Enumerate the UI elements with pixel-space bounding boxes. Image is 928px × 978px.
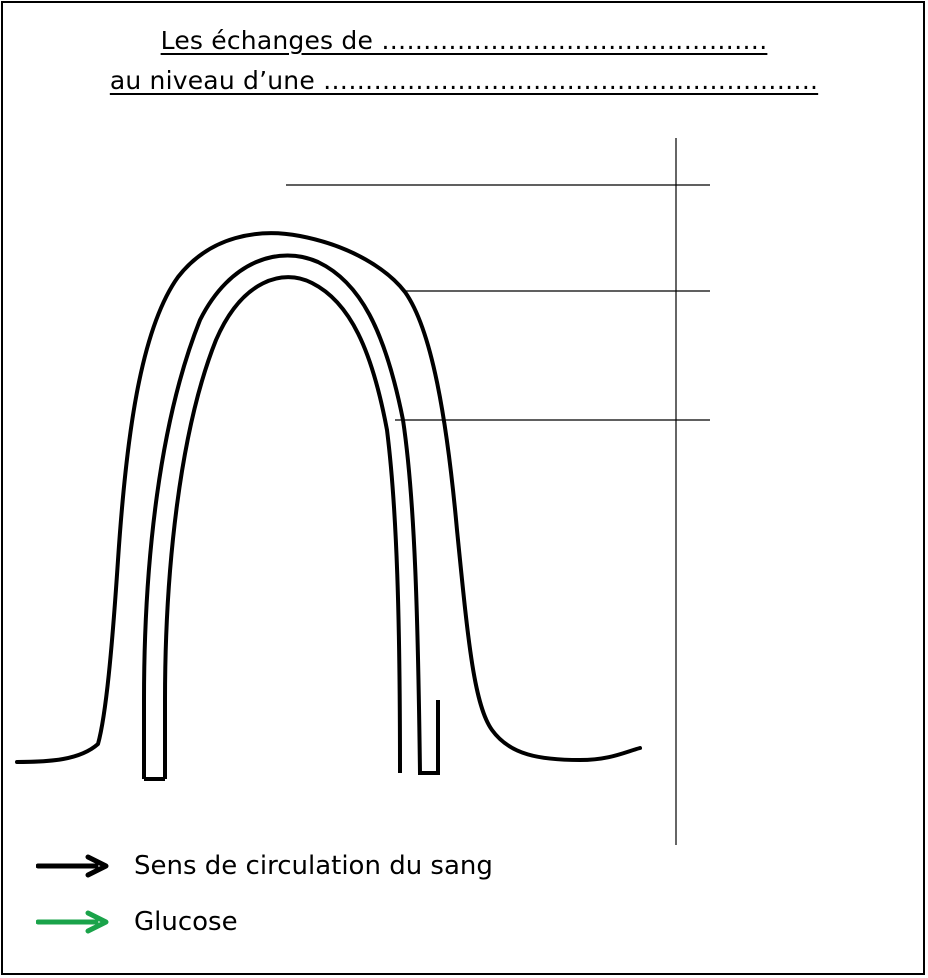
legend-label-blood-flow: Sens de circulation du sang [134, 851, 493, 881]
legend-label-glucose: Glucose [134, 907, 238, 937]
legend-item-glucose: Glucose [36, 902, 238, 942]
capillary-inner-wall [163, 275, 402, 779]
black-arrow-icon [36, 854, 109, 878]
villus-outer-wall [15, 231, 642, 764]
title-line-2: au niveau d’une ………………………………………………….. [109, 66, 819, 95]
capillary-outer-wall [142, 253, 422, 779]
green-arrow-icon [36, 910, 109, 934]
capillary-right-end [418, 700, 440, 775]
title-line-1: Les échanges de ………………………………………. [160, 26, 768, 55]
legend-item-blood-flow: Sens de circulation du sang [36, 846, 493, 886]
